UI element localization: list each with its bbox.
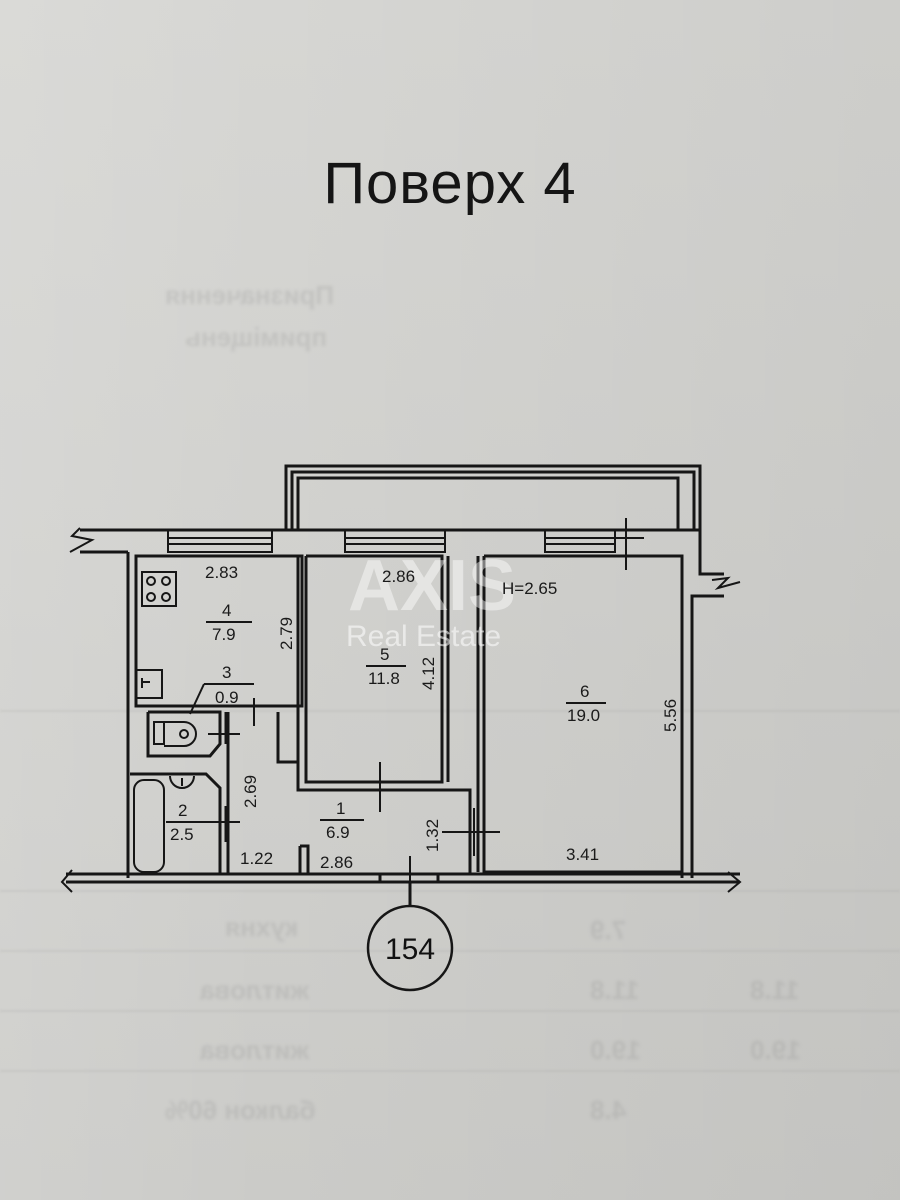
dim-corridor-right: 1.32: [423, 819, 442, 852]
ceiling-height: H=2.65: [502, 579, 557, 598]
dim-room6-depth: 5.56: [661, 699, 680, 732]
room-4-number: 4: [222, 601, 231, 620]
break-symbol-right: [711, 576, 741, 590]
dim-kitchen-width: 2.83: [205, 563, 238, 582]
ghost-rule: [0, 950, 900, 952]
dim-corridor-depth: 2.69: [241, 775, 260, 808]
room-6-outline: [482, 554, 684, 874]
bathroom: [130, 772, 240, 874]
stove-icon: [141, 571, 177, 607]
room-2-number: 2: [178, 801, 187, 820]
watermark-brand: AXIS: [348, 546, 516, 626]
dim-room6-width: 3.41: [566, 845, 599, 864]
room-6-area: 19.0: [567, 706, 600, 725]
apartment-number: 154: [385, 933, 435, 966]
balcony: [284, 464, 702, 530]
apartment-marker-circle: [366, 904, 454, 992]
room-4-area: 7.9: [212, 625, 236, 644]
ghost-rule: [0, 890, 900, 892]
room-3-number: 3: [222, 663, 231, 682]
dim-corridor-bottom: 2.86: [320, 853, 353, 872]
break-symbol-left: [69, 527, 95, 553]
room-1-area: 6.9: [326, 823, 350, 842]
room-6-number: 6: [580, 682, 589, 701]
ghost-rule: [0, 710, 900, 712]
toilet-room: [146, 683, 255, 758]
room-5-area: 11.8: [368, 669, 400, 688]
room-5-outline: [304, 554, 444, 784]
watermark-subtitle: Real Estate: [346, 620, 501, 653]
ghost-rule: [0, 1070, 900, 1072]
corridor: [226, 712, 500, 900]
exterior-wall-bottom: [60, 869, 742, 893]
window: [167, 529, 616, 553]
kitchen-outline: [134, 554, 304, 708]
dim-corridor-left: 1.22: [240, 849, 273, 868]
dim-room5-width: 2.86: [382, 567, 415, 586]
ghost-rule: [0, 1010, 900, 1012]
exterior-wall-right: [680, 530, 724, 878]
dim-kitchen-depth: 2.79: [277, 617, 296, 650]
dim-room5-depth: 4.12: [419, 657, 438, 690]
room-3-area: 0.9: [215, 688, 239, 707]
room-1-number: 1: [336, 799, 345, 818]
room-5-number: 5: [380, 645, 389, 664]
room-2-area: 2.5: [170, 825, 194, 844]
floor-title: Поверх 4: [323, 151, 577, 216]
sink-icon: [135, 669, 163, 699]
